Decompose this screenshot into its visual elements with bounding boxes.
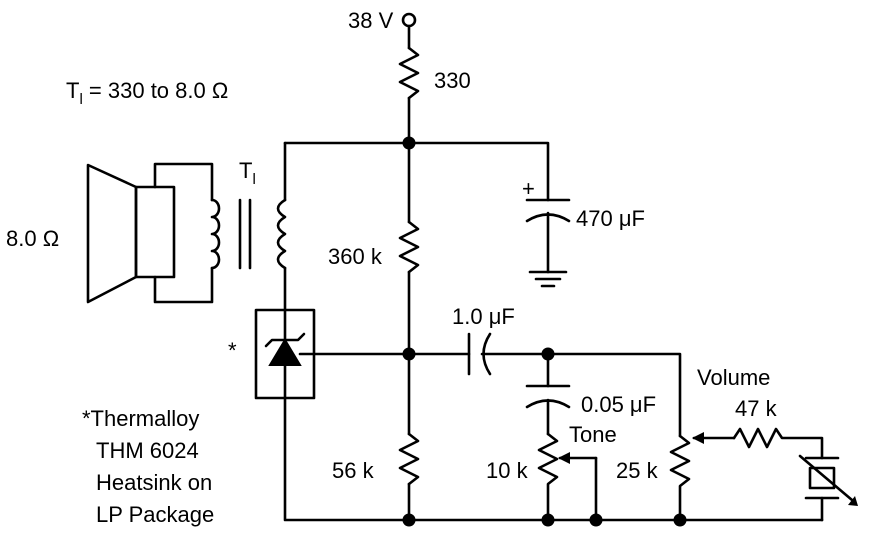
tone-capacitor-label: 0.05 μF — [581, 392, 656, 417]
volume-resistor-label: 47 k — [735, 396, 778, 421]
volume-potentiometer[interactable] — [669, 432, 736, 522]
device-marker: * — [228, 338, 237, 363]
volume-potentiometer-label: 25 k — [616, 458, 659, 483]
tone-potentiometer[interactable] — [537, 432, 598, 522]
tone-capacitor — [525, 352, 571, 436]
bias-resistor-bottom-label: 56 k — [332, 458, 375, 483]
note-line-4: LP Package — [96, 502, 214, 527]
tone-label: Tone — [569, 422, 617, 447]
transformer-core — [238, 198, 252, 270]
note-line-3: Heatsink on — [96, 470, 212, 495]
volume-label: Volume — [697, 365, 770, 390]
transformer-speaker-coil — [210, 198, 221, 270]
speaker-impedance-label: 8.0 Ω — [6, 226, 59, 251]
bias-resistor-top — [398, 220, 420, 274]
note-line-1: *Thermalloy — [82, 406, 199, 431]
junction-ground-3 — [589, 513, 603, 527]
transformer-label: Tl — [239, 158, 256, 188]
top-rail — [283, 141, 550, 202]
transformer-spec: Tl = 330 to 8.0 Ω — [66, 78, 228, 108]
signal-wire — [546, 352, 682, 438]
junction-ground-4 — [673, 513, 687, 527]
junction-ground-1 — [402, 513, 416, 527]
filter-capacitor-polarity: + — [522, 176, 535, 201]
coupling-capacitor — [407, 332, 550, 376]
speaker-lead-top — [153, 162, 214, 202]
bias-resistor-bottom — [398, 432, 420, 486]
heatsink-device — [254, 308, 411, 400]
input-pickup-icon — [798, 454, 858, 522]
speaker-icon — [86, 163, 176, 304]
ground-rail — [283, 396, 824, 522]
supply-resistor-label: 330 — [434, 68, 471, 93]
coupling-capacitor-label: 1.0 μF — [452, 304, 515, 329]
heatsink-note: *Thermalloy THM 6024 Heatsink on LP Pack… — [82, 406, 214, 527]
speaker-lead-bottom — [153, 266, 214, 304]
transformer-amp-coil-bumps — [276, 198, 287, 270]
supply-resistor — [398, 46, 420, 100]
note-line-2: THM 6024 — [96, 438, 199, 463]
supply-terminal — [401, 12, 417, 28]
volume-series-resistor — [732, 427, 824, 460]
filter-capacitor — [525, 198, 571, 288]
supply-voltage-label: 38 V — [348, 8, 394, 33]
junction-ground-2 — [541, 513, 555, 527]
tone-potentiometer-label: 10 k — [486, 458, 529, 483]
filter-capacitor-label: 470 μF — [576, 206, 645, 231]
bias-resistor-top-label: 360 k — [328, 244, 383, 269]
